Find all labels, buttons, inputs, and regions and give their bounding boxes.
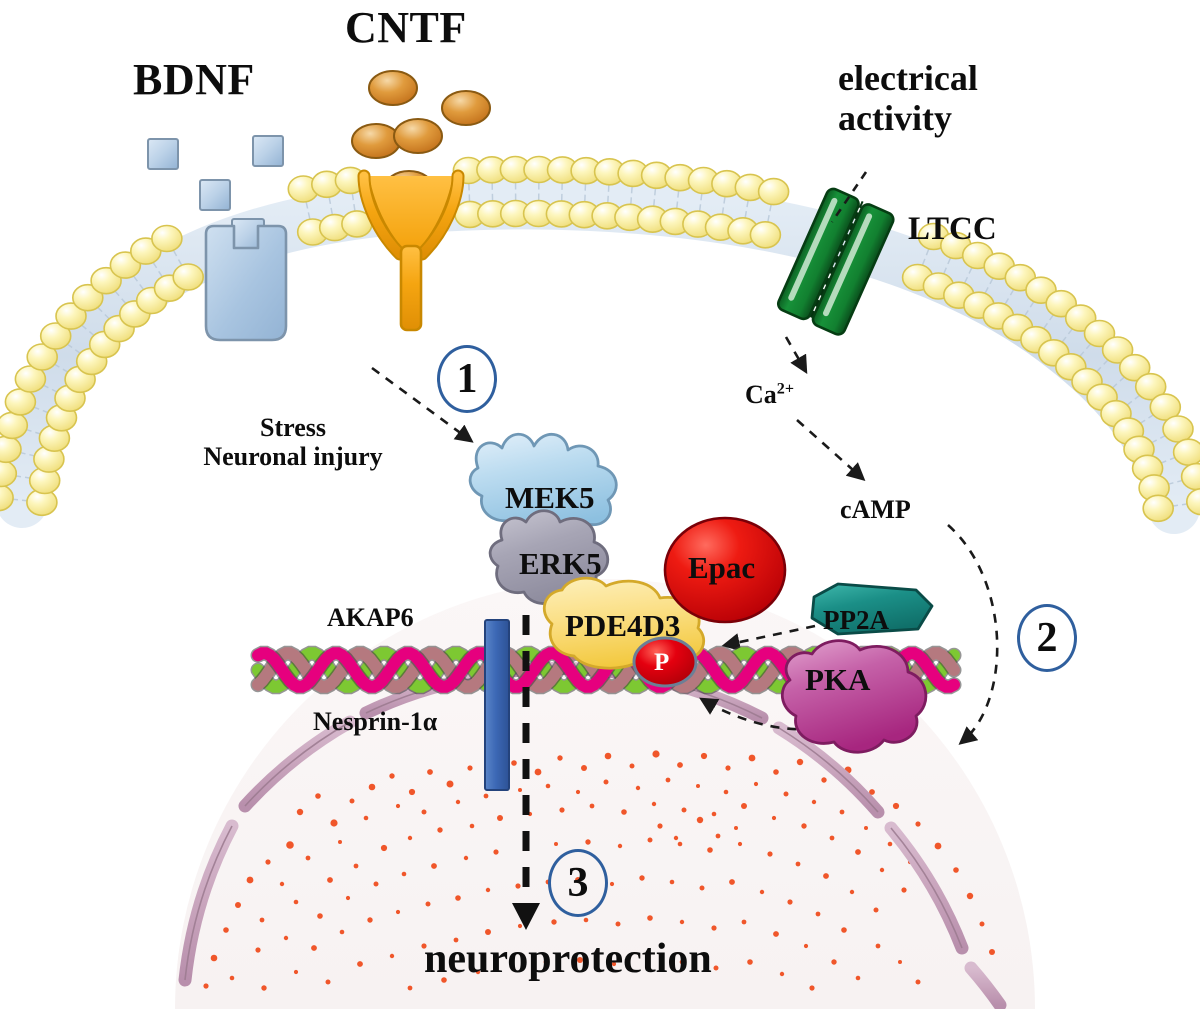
lipid-head bbox=[1149, 393, 1182, 421]
arrow-ltcc-to-ca bbox=[784, 336, 808, 374]
arrow-ca-to-camp bbox=[796, 419, 866, 482]
step-marker-1: 1 bbox=[437, 345, 497, 413]
messenger-label-camp: cAMP bbox=[840, 495, 911, 524]
protein-label-phospho: P bbox=[654, 649, 670, 676]
lipid-head bbox=[1186, 487, 1200, 516]
lipid-head bbox=[39, 322, 72, 350]
lipid-head bbox=[1162, 415, 1194, 443]
step-marker-2: 2 bbox=[1017, 604, 1077, 672]
lipid-head bbox=[4, 388, 37, 416]
lipid-head bbox=[151, 224, 183, 253]
arrow-to-neuroprotection bbox=[512, 615, 540, 930]
lipid-head bbox=[1134, 372, 1167, 401]
arrows bbox=[371, 171, 999, 745]
outcome-label-neuroprotection: neuroprotection bbox=[424, 936, 712, 982]
step-marker-3: 3 bbox=[548, 849, 608, 917]
plasma-membrane bbox=[0, 155, 1200, 534]
protein-label-pp2a: PP2A bbox=[823, 605, 889, 635]
lipid-head bbox=[757, 177, 790, 206]
protein-epac[interactable] bbox=[663, 516, 787, 624]
bdnf-ligands bbox=[147, 135, 284, 252]
arrow-pp2a-to-p bbox=[721, 624, 816, 652]
lipid-head bbox=[172, 263, 204, 291]
bdnf-receptor[interactable] bbox=[204, 224, 288, 342]
protein-pp2a[interactable] bbox=[810, 582, 934, 636]
messenger-label-calcium: Ca2+ bbox=[745, 380, 794, 409]
ltcc-channel[interactable] bbox=[776, 187, 895, 337]
scaffold-label-akap6: AKAP6 bbox=[327, 603, 414, 632]
cntf-receptor[interactable] bbox=[357, 169, 465, 332]
protein-label-pde4d3: PDE4D3 bbox=[565, 608, 681, 643]
phospho-group bbox=[632, 636, 698, 688]
lipid-head bbox=[1172, 438, 1200, 466]
lipid-head bbox=[1142, 494, 1174, 523]
ligand-label-cntf: CNTF bbox=[345, 3, 467, 52]
lipid-head bbox=[1101, 336, 1134, 364]
stimulus-line2: activity bbox=[838, 98, 952, 139]
arrow-camp-to-pka bbox=[947, 524, 999, 745]
lipid-head bbox=[0, 484, 14, 512]
stress-label: Stress Neuronal injury bbox=[178, 413, 408, 471]
scaffold-label-nesprin: Nesprin-1α bbox=[313, 707, 438, 736]
arrow-electrical-to-ltcc bbox=[830, 171, 868, 223]
stress-line2: Neuronal injury bbox=[203, 442, 383, 472]
stress-line1: Stress bbox=[260, 413, 326, 442]
protein-mek5[interactable] bbox=[468, 432, 618, 538]
protein-label-erk5: ERK5 bbox=[519, 546, 602, 581]
calcium-superscript: 2+ bbox=[776, 380, 795, 398]
nesprin-1alpha bbox=[484, 619, 510, 791]
calcium-base: Ca bbox=[745, 380, 777, 409]
lipid-head bbox=[1118, 353, 1151, 382]
cntf-ligands bbox=[351, 70, 491, 206]
chromatin-dots bbox=[203, 750, 995, 991]
lipid-head bbox=[0, 411, 29, 440]
ligand-label-bdnf: BDNF bbox=[133, 55, 255, 104]
arrow-stress-to-mek5 bbox=[371, 366, 474, 443]
lipid-head bbox=[749, 221, 782, 249]
lipid-head bbox=[0, 435, 22, 464]
stimulus-label-electrical-activity: electrical activity bbox=[838, 58, 978, 139]
channel-label-ltcc: LTCC bbox=[908, 211, 997, 247]
protein-label-mek5: MEK5 bbox=[505, 480, 595, 515]
protein-label-pka: PKA bbox=[805, 662, 871, 697]
protein-label-epac: Epac bbox=[688, 550, 756, 585]
stimulus-line1: electrical bbox=[838, 58, 978, 98]
lipid-head bbox=[72, 283, 104, 312]
lipid-head bbox=[55, 302, 87, 330]
protein-pka[interactable] bbox=[781, 639, 928, 754]
lipid-head bbox=[26, 343, 59, 371]
